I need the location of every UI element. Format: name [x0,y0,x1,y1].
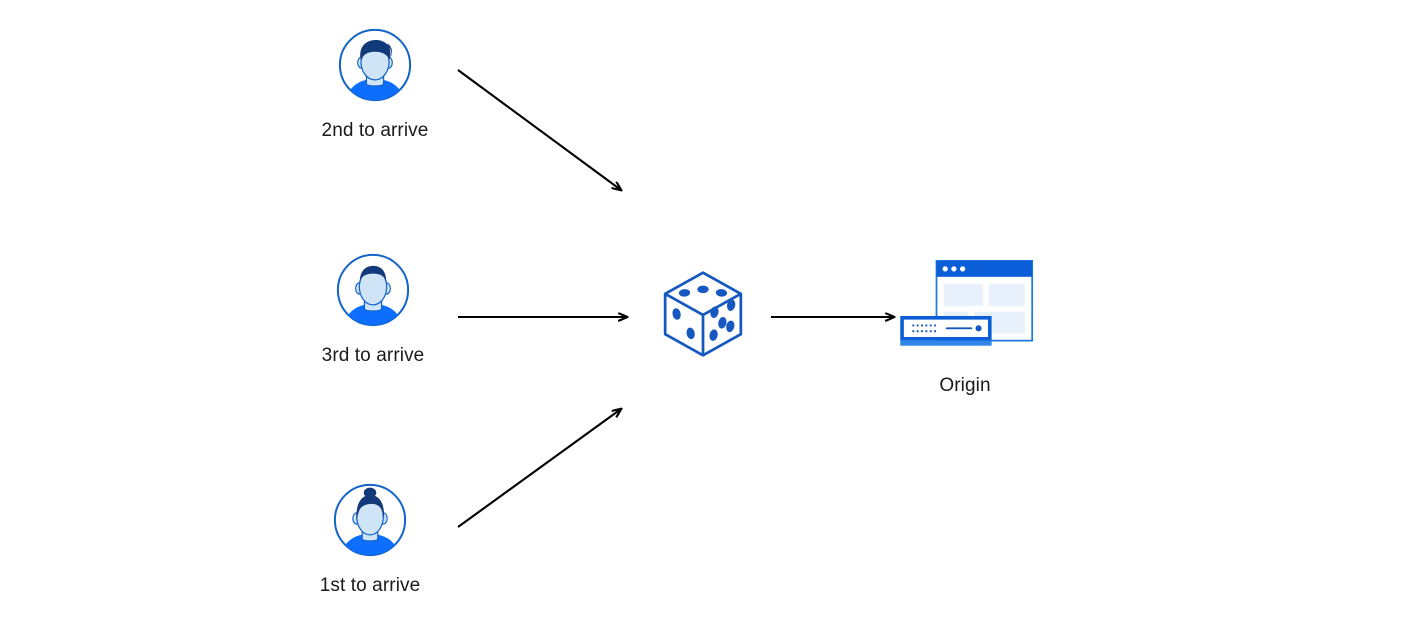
node-user-1st[interactable]: 1st to arrive [290,481,450,597]
node-label-origin: Origin [939,375,991,396]
node-user-2nd[interactable]: 2nd to arrive [295,26,455,142]
node-label-user-1st: 1st to arrive [319,575,421,596]
arrow-2nd-to-dice [457,69,621,190]
origin-server-icon [899,260,1033,346]
node-label-user-2nd: 2nd to arrive [321,120,429,141]
user-avatar-icon [338,28,412,102]
node-randomizer[interactable] [648,268,758,360]
node-user-3rd[interactable]: 3rd to arrive [293,251,453,367]
dice-icon [663,271,743,357]
user-avatar-icon [336,253,410,327]
node-label-user-3rd: 3rd to arrive [321,345,425,366]
node-origin[interactable]: Origin [865,253,1065,397]
server-appliance-icon [899,315,992,346]
user-avatar-icon [333,483,407,557]
arrow-1st-to-dice [457,409,621,528]
